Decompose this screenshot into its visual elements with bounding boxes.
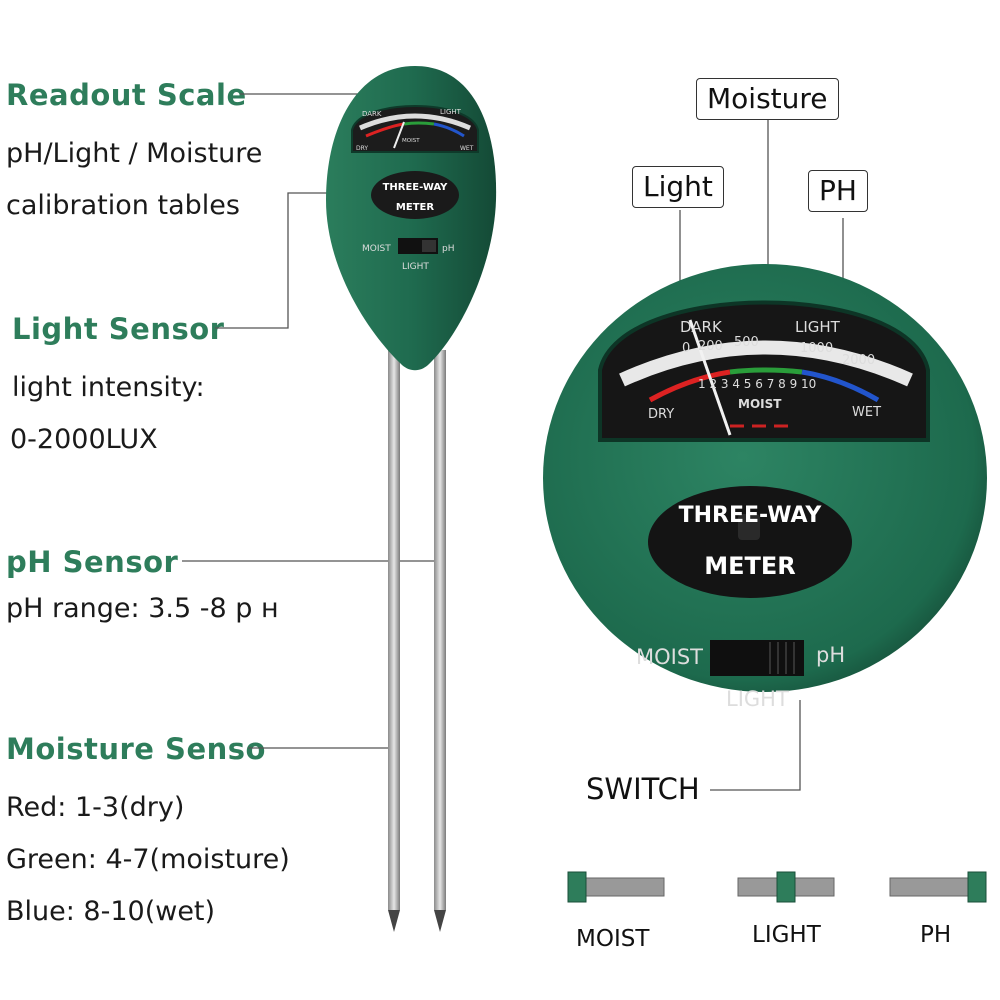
readout-scale-desc-line2: calibration tables xyxy=(6,190,240,221)
closeup-dark-label: DARK xyxy=(680,318,723,336)
ph-sensor-desc: pH range: 3.5 -8 p н xyxy=(6,593,279,624)
probe-rod-right xyxy=(434,350,446,910)
closeup-lux-0: 0 xyxy=(682,341,690,356)
closeup-switch-ph: pH xyxy=(816,643,845,667)
switch-ph-caption: PH xyxy=(920,922,952,948)
closeup-lux-200: 200 xyxy=(698,339,723,354)
switch-ph-knob xyxy=(967,871,987,903)
closeup-moist-label: MOIST xyxy=(738,397,782,411)
switch-callout-label: SWITCH xyxy=(586,772,700,806)
moisture-red-desc: Red: 1-3(dry) xyxy=(6,792,185,823)
small-wet-label: WET xyxy=(460,145,474,152)
closeup-moist-scale: 1 2 3 4 5 6 7 8 9 10 xyxy=(698,377,816,391)
moisture-callout-label: Moisture xyxy=(696,78,839,120)
closeup-lux-2000: 2000 xyxy=(842,353,875,368)
closeup-switch-light: LIGHT xyxy=(726,687,789,711)
light-sensor-heading: Light Sensor xyxy=(12,312,225,346)
light-sensor-desc-line1: light intensity: xyxy=(12,372,205,403)
small-switch-moist: MOIST xyxy=(362,244,391,254)
closeup-needle xyxy=(688,319,732,436)
switch-moist-knob xyxy=(567,871,587,903)
closeup-light-label: LIGHT xyxy=(795,318,841,336)
brand-badge xyxy=(371,171,459,219)
readout-scale-heading: Readout Scale xyxy=(6,78,247,112)
small-switch-light: LIGHT xyxy=(402,262,429,272)
moisture-sensor-heading: Moisture Senso xyxy=(6,732,266,766)
small-moist-label: MOIST xyxy=(402,138,420,144)
closeup-wet-label: WET xyxy=(852,405,881,420)
probe-rod-left xyxy=(388,350,400,910)
small-dry-label: DRY xyxy=(356,145,368,152)
light-sensor-desc-line2: 0-2000LUX xyxy=(10,424,158,455)
switch-moist-caption: MOIST xyxy=(576,926,650,952)
small-switch-ph: pH xyxy=(442,244,454,254)
small-light-label: LIGHT xyxy=(440,108,462,116)
switch-position-diagrams xyxy=(567,871,987,903)
moisture-blue-desc: Blue: 8-10(wet) xyxy=(6,896,216,927)
closeup-mode-switch xyxy=(710,640,804,676)
small-dark-label: DARK xyxy=(362,110,382,118)
ph-callout-label: PH xyxy=(808,170,868,212)
switch-light-knob xyxy=(776,871,796,903)
switch-light-caption: LIGHT xyxy=(752,922,821,948)
closeup-dry-label: DRY xyxy=(648,407,674,422)
moisture-green-desc: Green: 4-7(moisture) xyxy=(6,844,290,875)
closeup-lux-1000: 1000 xyxy=(800,341,833,356)
small-brand-line1: THREE-WAY xyxy=(383,182,449,193)
readout-scale-desc-line1: pH/Light / Moisture xyxy=(6,138,263,169)
closeup-brand-line2: METER xyxy=(704,552,796,580)
soil-meter-probe: DARK LIGHT MOIST DRY WET THREE-WAY METER… xyxy=(326,66,497,932)
light-callout-label: Light xyxy=(632,166,724,208)
ph-sensor-heading: pH Sensor xyxy=(6,545,179,579)
closeup-lux-500: 500 xyxy=(734,335,759,350)
small-brand-line2: METER xyxy=(396,202,434,213)
closeup-switch-moist: MOIST xyxy=(636,645,703,669)
closeup-brand-badge xyxy=(648,486,852,598)
closeup-brand-line1: THREE-WAY xyxy=(679,503,823,528)
meter-closeup: DARK LIGHT 0 200 500 1000 2000 1 2 3 4 5… xyxy=(543,264,987,711)
